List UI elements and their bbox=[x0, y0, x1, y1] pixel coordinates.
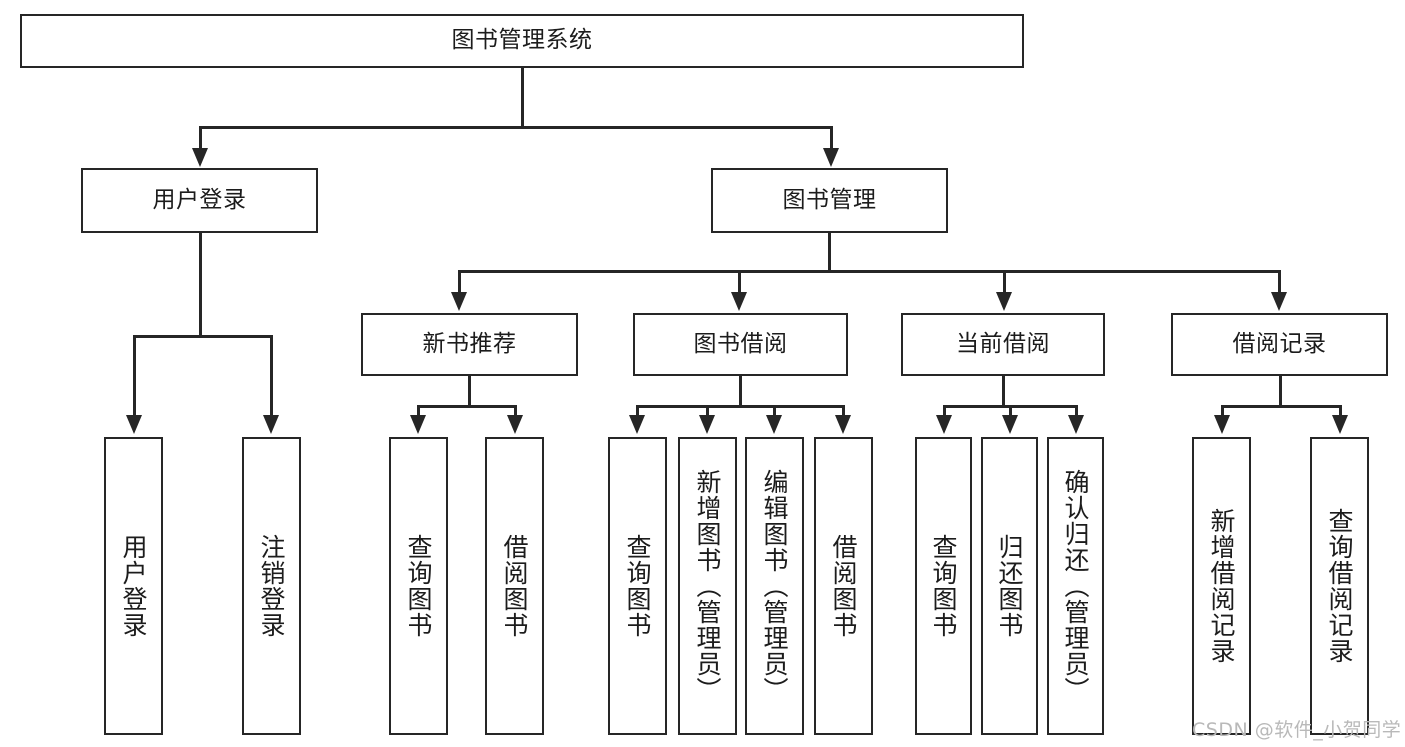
leaf-borrow-add-book-admin[interactable]: 新增图书（管理员） bbox=[678, 437, 737, 735]
leaf-current-query[interactable]: 查询图书 bbox=[915, 437, 972, 735]
node-label: 确认归还（管理员） bbox=[1061, 469, 1090, 703]
arrow-records-to-leaf-1 bbox=[1214, 415, 1230, 434]
edge-borrow-to-leaf-1 bbox=[636, 405, 639, 419]
edge-user-login-bus bbox=[133, 335, 272, 338]
edge-user-login-stem bbox=[199, 233, 202, 335]
edge-borrow-to-leaf-4 bbox=[842, 405, 845, 419]
edge-records-stem bbox=[1279, 376, 1282, 405]
arrow-book-mgmt-to-current bbox=[996, 292, 1012, 311]
edge-records-to-leaf-1 bbox=[1221, 405, 1224, 419]
edge-current-to-leaf-3 bbox=[1075, 405, 1078, 419]
edge-book-mgmt-to-new-books bbox=[458, 270, 461, 296]
leaf-new-books-query[interactable]: 查询图书 bbox=[389, 437, 448, 735]
leaf-current-confirm-return-admin[interactable]: 确认归还（管理员） bbox=[1047, 437, 1104, 735]
edge-borrow-stem bbox=[739, 376, 742, 405]
node-label: 图书管理系统 bbox=[451, 27, 593, 54]
node-label: 借阅图书 bbox=[500, 534, 529, 638]
arrow-current-to-leaf-1 bbox=[936, 415, 952, 434]
arrow-borrow-to-leaf-3 bbox=[766, 415, 782, 434]
edge-book-mgmt-to-borrow bbox=[738, 270, 741, 296]
node-label: 新增借阅记录 bbox=[1207, 508, 1236, 664]
node-label: 用户登录 bbox=[119, 534, 148, 638]
arrow-borrow-to-leaf-2 bbox=[699, 415, 715, 434]
node-root-library-system[interactable]: 图书管理系统 bbox=[20, 14, 1024, 68]
leaf-current-return[interactable]: 归还图书 bbox=[981, 437, 1038, 735]
edge-borrow-to-leaf-2 bbox=[706, 405, 709, 419]
arrow-new-books-to-leaf-2 bbox=[507, 415, 523, 434]
node-book-management[interactable]: 图书管理 bbox=[711, 168, 948, 233]
node-label: 查询图书 bbox=[404, 534, 433, 638]
edge-book-mgmt-to-records bbox=[1278, 270, 1281, 296]
arrow-root-to-book-mgmt bbox=[823, 148, 839, 167]
node-user-login[interactable]: 用户登录 bbox=[81, 168, 318, 233]
edge-user-login-to-leaf-2 bbox=[270, 335, 273, 419]
leaf-logout[interactable]: 注销登录 bbox=[242, 437, 301, 735]
node-borrow-records[interactable]: 借阅记录 bbox=[1171, 313, 1388, 376]
edge-current-to-leaf-1 bbox=[943, 405, 946, 419]
arrow-new-books-to-leaf-1 bbox=[410, 415, 426, 434]
node-current-borrow[interactable]: 当前借阅 bbox=[901, 313, 1105, 376]
arrow-current-to-leaf-3 bbox=[1068, 415, 1084, 434]
leaf-user-login[interactable]: 用户登录 bbox=[104, 437, 163, 735]
arrow-book-mgmt-to-records bbox=[1271, 292, 1287, 311]
node-label: 查询借阅记录 bbox=[1325, 508, 1354, 664]
leaf-borrow-query[interactable]: 查询图书 bbox=[608, 437, 667, 735]
edge-records-bus bbox=[1221, 405, 1341, 408]
edge-new-books-stem bbox=[468, 376, 471, 405]
node-label: 图书管理 bbox=[782, 186, 877, 213]
edge-root-to-user-login bbox=[199, 126, 202, 152]
arrow-current-to-leaf-2 bbox=[1002, 415, 1018, 434]
edge-records-to-leaf-2 bbox=[1339, 405, 1342, 419]
edge-current-stem bbox=[1002, 376, 1005, 405]
arrow-records-to-leaf-2 bbox=[1332, 415, 1348, 434]
leaf-borrow-edit-book-admin[interactable]: 编辑图书（管理员） bbox=[745, 437, 804, 735]
node-label: 新书推荐 bbox=[422, 330, 517, 357]
node-label: 注销登录 bbox=[257, 534, 286, 638]
leaf-records-query[interactable]: 查询借阅记录 bbox=[1310, 437, 1369, 735]
node-label: 查询图书 bbox=[623, 534, 652, 638]
edge-borrow-bus bbox=[636, 405, 844, 408]
node-label: 图书借阅 bbox=[693, 330, 788, 357]
arrow-root-to-user-login bbox=[192, 148, 208, 167]
edge-new-books-bus bbox=[417, 405, 516, 408]
edge-book-mgmt-to-current bbox=[1003, 270, 1006, 296]
node-label: 新增图书（管理员） bbox=[693, 469, 722, 703]
csdn-watermark: CSDN @软件_小贺同学 bbox=[1192, 719, 1402, 741]
node-book-borrow[interactable]: 图书借阅 bbox=[633, 313, 848, 376]
node-new-book-recommend[interactable]: 新书推荐 bbox=[361, 313, 578, 376]
node-label: 当前借阅 bbox=[956, 330, 1050, 357]
edge-root-bus bbox=[199, 126, 833, 129]
arrow-user-login-to-leaf-2 bbox=[263, 415, 279, 434]
arrow-borrow-to-leaf-1 bbox=[629, 415, 645, 434]
edge-book-mgmt-bus bbox=[458, 270, 1280, 273]
node-label: 借阅记录 bbox=[1232, 330, 1327, 357]
arrow-book-mgmt-to-new-books bbox=[451, 292, 467, 311]
edge-new-books-to-leaf-1 bbox=[417, 405, 420, 419]
edge-root-to-book-mgmt bbox=[830, 126, 833, 152]
node-label: 借阅图书 bbox=[829, 534, 858, 638]
arrow-book-mgmt-to-borrow bbox=[731, 292, 747, 311]
edge-book-mgmt-stem bbox=[828, 233, 831, 270]
node-label: 用户登录 bbox=[152, 186, 247, 213]
node-label: 编辑图书（管理员） bbox=[760, 469, 789, 703]
edge-current-to-leaf-2 bbox=[1009, 405, 1012, 419]
edge-borrow-to-leaf-3 bbox=[773, 405, 776, 419]
leaf-borrow-borrow-book[interactable]: 借阅图书 bbox=[814, 437, 873, 735]
leaf-new-books-borrow[interactable]: 借阅图书 bbox=[485, 437, 544, 735]
edge-user-login-to-leaf-1 bbox=[133, 335, 136, 419]
arrow-user-login-to-leaf-1 bbox=[126, 415, 142, 434]
edge-root-stem bbox=[521, 68, 524, 126]
node-label: 查询图书 bbox=[929, 534, 958, 638]
arrow-borrow-to-leaf-4 bbox=[835, 415, 851, 434]
edge-new-books-to-leaf-2 bbox=[514, 405, 517, 419]
node-label: 归还图书 bbox=[995, 534, 1024, 638]
leaf-records-add[interactable]: 新增借阅记录 bbox=[1192, 437, 1251, 735]
